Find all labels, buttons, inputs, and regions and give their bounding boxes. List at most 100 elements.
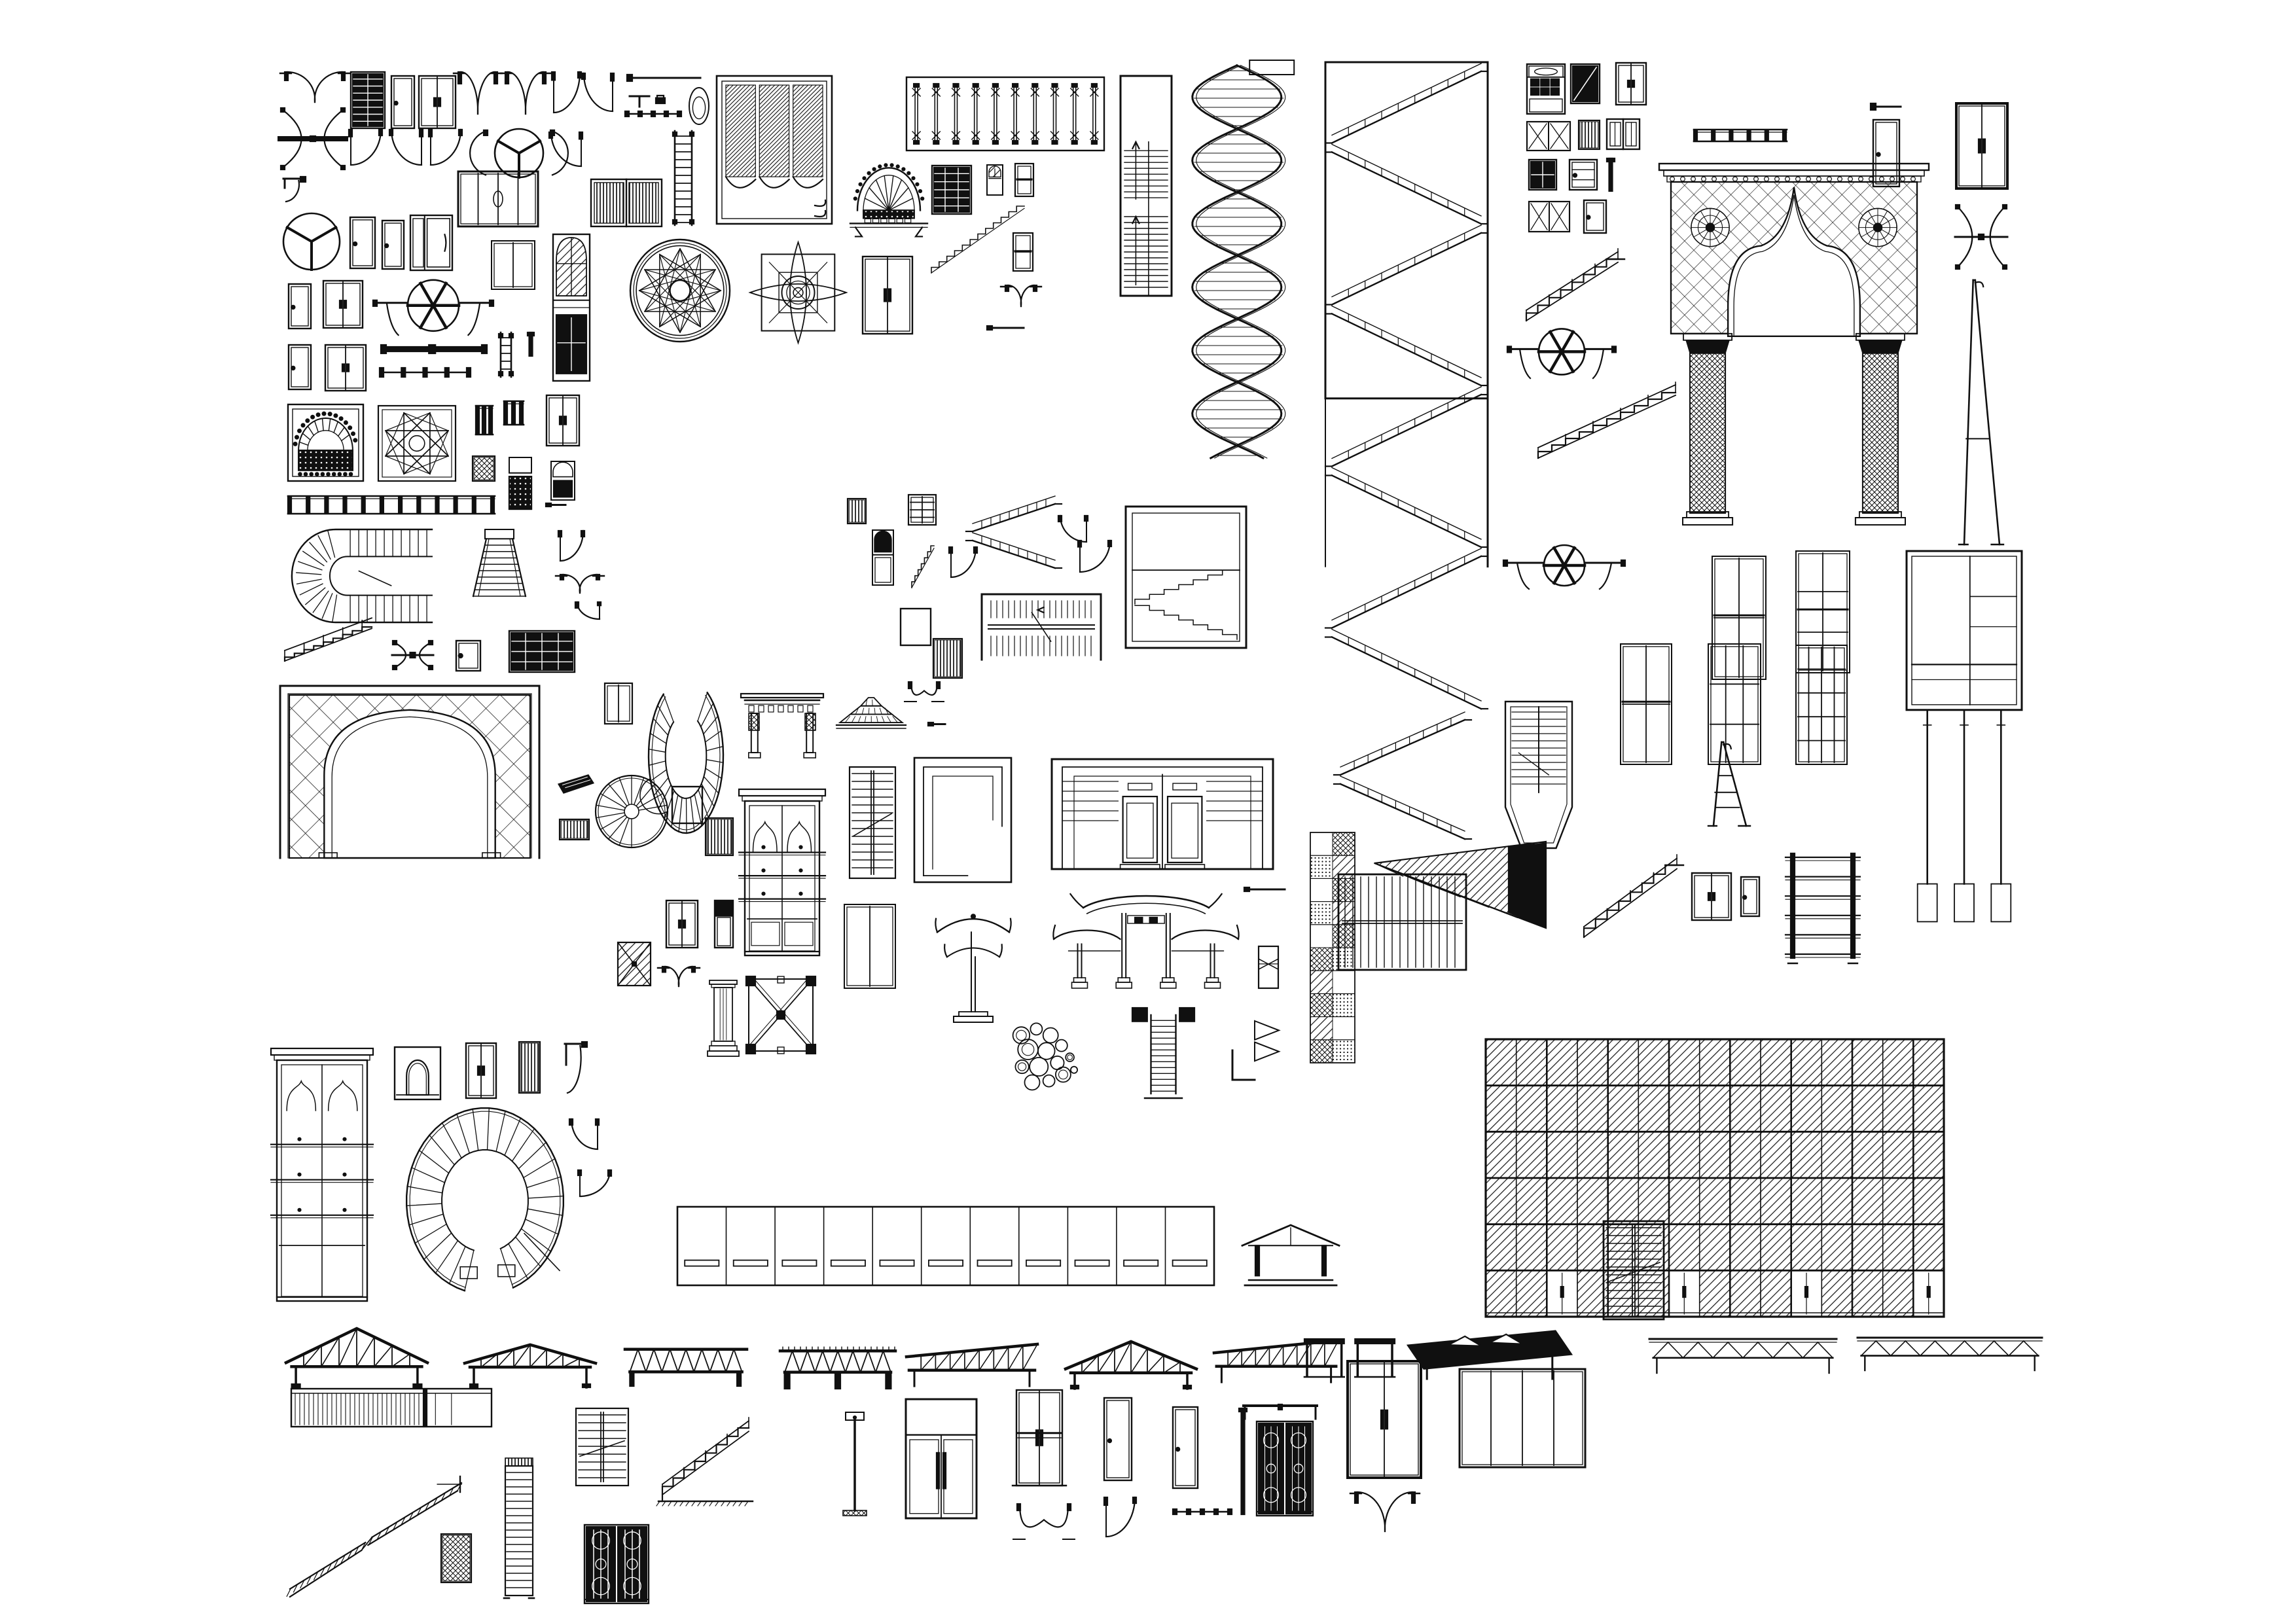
balustrade-strip [287,495,496,515]
shallow-gable-truss [463,1343,598,1389]
butterfly-door-plan [278,107,348,171]
double-swing-door-plan [554,573,605,594]
single-swing-door-plan [1077,539,1113,573]
stair-flight-plan [848,766,897,880]
threshold-symbol [986,325,1025,331]
fluted-column-elevation [707,980,740,1057]
dark-door-small [1528,158,1558,191]
flat-truss-bench [1648,1338,1838,1374]
double-swing-door-plan [904,681,944,702]
stair-section [931,205,1025,274]
rose-window [629,238,731,343]
sash-window-elevation [1795,550,1850,673]
pyramid-skylight-elevation [835,697,907,729]
door-closer-symbol [626,73,702,82]
pergola-console [740,692,825,758]
rod-symbol [545,502,567,508]
double-door-elevation [324,344,367,392]
zigzag-stair-section [1333,711,1473,840]
window-with-stair-section [1124,505,1247,649]
dark-louver-square [846,497,867,525]
single-swing-door-plan [581,72,615,113]
spiral-stair-plan [594,774,669,849]
threshold-symbol [624,110,683,118]
sash-window-elevation [1712,556,1767,680]
framed-double-door [1955,102,2009,190]
double-swing-door-plan [1349,1491,1421,1533]
single-swing-door-plan [427,128,463,166]
rail-with-posts [378,366,472,378]
ladder-stair-tower [503,1457,535,1599]
door-head-bracket [1242,1403,1318,1420]
dark-shutter-door [350,71,386,130]
bubble-circle-cluster [1012,1022,1079,1091]
vertical-post [1238,1407,1248,1516]
narrow-door-elevation [1103,1397,1133,1482]
posted-bridge-truss [778,1346,897,1390]
dark-louver-shutter [931,164,973,215]
narrow-door-elevation [1172,1406,1199,1489]
sliding-window-3pane [1458,1368,1587,1469]
stair-front-elevation [472,529,527,597]
fanlight-window [849,163,929,238]
diamond-casement-pair [1528,200,1571,233]
single-swing-door-plan [1103,1496,1138,1538]
pagoda-lantern-elevation [935,914,1012,1023]
revolving-door-with-wings-plan [1506,328,1617,380]
revolving-door-with-wings-plan [372,279,495,336]
sash-window [1012,232,1034,272]
dark-hatched-truss [1406,1330,1573,1380]
tall-window-pair [844,904,896,989]
double-door-elevation [1691,872,1732,921]
dark-top-door [713,899,734,949]
flat-bridge-truss [623,1347,749,1387]
butterfly-door-plan [1954,204,2009,270]
louvered-door-plan [1257,945,1280,990]
circular-stair-plan [406,1107,564,1292]
pivot-symbol [628,95,651,108]
gable-truss [1064,1340,1198,1390]
single-swing-door-plan [548,131,584,168]
storefront-door-elevation [905,1398,978,1520]
single-swing-door-plan [348,128,384,166]
double-flight-stair-section [965,495,1063,569]
double-swing-door-plan [999,284,1043,308]
wardrobe-double-door [1011,1389,1067,1487]
moorish-arch-portal [1658,162,1930,526]
horseshoe-arch-block [393,1046,442,1101]
corner-door-swing-plan [564,1041,588,1094]
stair-with-ground-hatch [656,1417,754,1507]
sloped-walkway-ramp [286,1475,463,1598]
double-door-elevation [1615,62,1647,106]
sash-window [1014,162,1035,198]
moorish-display-cabinet [738,788,827,957]
straight-stair-shaft-elevation [1119,75,1173,297]
dark-louver-block [558,818,590,841]
panel-door-small [1568,158,1598,191]
skylight-square-panel [899,607,932,647]
gazebo-elevation [1241,1224,1340,1287]
double-door-elevation [322,279,364,329]
door-elevation [1740,876,1761,918]
glass-curtain-wall [1484,1038,1945,1318]
door-elevation [1583,199,1607,234]
tall-double-door-elevation [545,394,581,447]
stair-shaft-plan [1504,700,1573,849]
door-elevation [287,283,312,330]
single-door-elevation [390,75,416,130]
chinese-gate-elevation [1052,893,1240,989]
double-door-elevation [861,255,914,335]
small-stair-diagonal [911,545,935,588]
single-swing-door-plan [574,601,602,620]
islamic-star-lattice-panel [377,404,457,482]
mono-slope-truss [1212,1338,1340,1383]
window-elevation [1708,643,1761,765]
revolving-door-plan [469,128,569,179]
ornate-door-with-transom [1526,63,1566,115]
single-swing-door-plan [948,546,978,579]
butterfly-door-plan [391,639,435,671]
double-swing-door-plan [452,71,503,115]
grille-panel [518,1041,541,1094]
louvered-gate [590,178,663,228]
